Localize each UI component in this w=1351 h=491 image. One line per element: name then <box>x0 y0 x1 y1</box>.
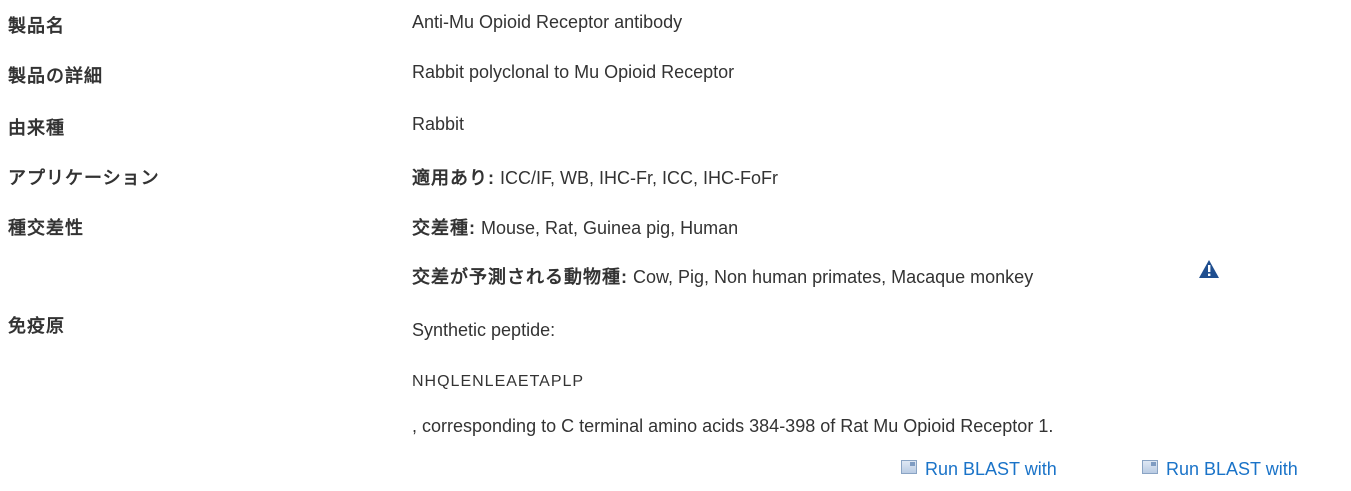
description-value: Rabbit polyclonal to Mu Opioid Receptor <box>412 62 735 82</box>
applications-label: アプリケーション <box>8 168 160 188</box>
product-name-value: Anti-Mu Opioid Receptor antibody <box>412 12 683 32</box>
predicted-prefix: 交差が予測される動物種: <box>412 267 628 287</box>
applications-list: ICC/IF, WB, IHC-Fr, ICC, IHC-FoFr <box>495 168 778 188</box>
host-label: 由来種 <box>8 118 65 138</box>
external-link-icon <box>901 460 917 474</box>
immunogen-sequence: NHQLENLEAETAPLP <box>412 373 585 390</box>
applications-prefix: 適用あり: <box>412 168 495 188</box>
applications-value: 適用あり: ICC/IF, WB, IHC-Fr, ICC, IHC-FoFr <box>412 164 778 190</box>
reactivity-value: 交差種: Mouse, Rat, Guinea pig, Human <box>412 214 738 240</box>
predicted-reactivity: 交差が予測される動物種: Cow, Pig, Non human primate… <box>412 263 1033 289</box>
run-blast-label: Run BLAST with <box>1166 459 1298 479</box>
external-link-icon <box>1142 460 1158 474</box>
host-value: Rabbit <box>412 114 465 134</box>
run-blast-link-1[interactable]: Run BLAST with <box>901 459 1057 480</box>
immunogen-line3: , corresponding to C terminal amino acid… <box>412 416 1054 436</box>
run-blast-link-2b[interactable]: Run BLAST with <box>1142 459 1298 480</box>
predicted-list: Cow, Pig, Non human primates, Macaque mo… <box>628 267 1034 287</box>
immunogen-line1: Synthetic peptide: <box>412 320 556 340</box>
product-name-label: 製品名 <box>8 16 65 36</box>
run-blast-label: Run BLAST with <box>925 459 1057 479</box>
warning-triangle-icon[interactable] <box>1198 259 1220 284</box>
immunogen-label: 免疫原 <box>8 316 65 336</box>
reactivity-list: Mouse, Rat, Guinea pig, Human <box>476 218 739 238</box>
reactivity-label: 種交差性 <box>8 218 84 238</box>
description-label: 製品の詳細 <box>8 66 103 86</box>
reactivity-prefix: 交差種: <box>412 218 476 238</box>
